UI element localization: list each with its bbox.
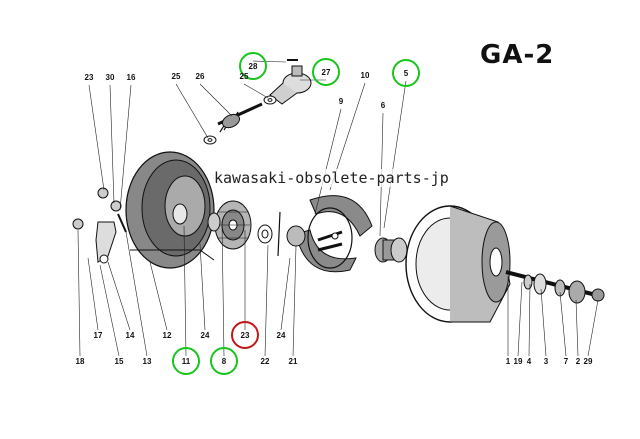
leader-line-26 bbox=[199, 83, 233, 117]
speedo-drive-gear bbox=[207, 200, 252, 250]
callout-4: 4 bbox=[527, 357, 532, 366]
callout-28: 28 bbox=[249, 62, 258, 71]
callout-12: 12 bbox=[163, 331, 172, 340]
leader-lines bbox=[77, 60, 599, 357]
callout-30: 30 bbox=[106, 73, 115, 82]
part-speedo-pinion-shaft bbox=[217, 102, 263, 133]
leader-line-14 bbox=[107, 261, 131, 331]
leader-line-24 bbox=[199, 243, 206, 331]
brake-panel bbox=[125, 151, 215, 269]
callout-2: 2 bbox=[576, 357, 581, 366]
part-speedo-gear-housing bbox=[269, 59, 312, 105]
callout-25: 25 bbox=[172, 72, 181, 81]
part-speedo-washer-small bbox=[203, 135, 217, 145]
callout-25: 25 bbox=[240, 72, 249, 81]
callout-9: 9 bbox=[339, 97, 344, 106]
leader-line-22 bbox=[264, 244, 269, 357]
leader-line-16 bbox=[119, 84, 132, 211]
callout-8: 8 bbox=[222, 357, 227, 366]
leader-line-8 bbox=[221, 221, 225, 357]
axle-collar bbox=[374, 237, 408, 263]
callout-6: 6 bbox=[381, 101, 386, 110]
leader-line-25 bbox=[175, 83, 209, 139]
leader-line-4 bbox=[528, 283, 531, 357]
callout-17: 17 bbox=[94, 331, 103, 340]
leader-line-24 bbox=[280, 257, 291, 331]
part-speedo-washer bbox=[263, 95, 277, 105]
leader-line-12 bbox=[149, 261, 168, 331]
leader-line-29 bbox=[587, 299, 599, 357]
leader-line-7 bbox=[559, 291, 567, 357]
leader-line-3 bbox=[540, 288, 547, 357]
callout-11: 11 bbox=[182, 357, 191, 366]
leader-line-15 bbox=[99, 264, 120, 357]
brake-shoes bbox=[286, 195, 373, 273]
callout-29: 29 bbox=[584, 357, 593, 366]
highlight-circle-27 bbox=[312, 58, 340, 86]
brake-cam-lever bbox=[72, 187, 127, 264]
callout-24: 24 bbox=[201, 331, 210, 340]
callout-7: 7 bbox=[564, 357, 569, 366]
leader-line-13 bbox=[125, 231, 148, 357]
callout-1: 1 bbox=[506, 357, 511, 366]
leader-line-9 bbox=[314, 108, 342, 215]
callout-16: 16 bbox=[127, 73, 136, 82]
leader-line-19 bbox=[517, 281, 523, 357]
wheel-hub bbox=[405, 205, 511, 323]
page-title: GA-2 bbox=[480, 40, 555, 70]
callout-10: 10 bbox=[361, 71, 370, 80]
leader-line-23 bbox=[88, 84, 105, 191]
callout-5: 5 bbox=[404, 69, 409, 78]
highlight-circle-11 bbox=[172, 347, 200, 375]
callout-13: 13 bbox=[143, 357, 152, 366]
leader-line-18 bbox=[77, 229, 81, 357]
leader-line-21 bbox=[292, 245, 297, 357]
highlight-circle-23 bbox=[231, 321, 259, 349]
callout-15: 15 bbox=[115, 357, 124, 366]
callout-26: 26 bbox=[196, 72, 205, 81]
highlight-circle-5 bbox=[392, 59, 420, 87]
right-axle-stack bbox=[505, 270, 605, 304]
highlight-circle-8 bbox=[210, 347, 238, 375]
highlight-circle-28 bbox=[239, 52, 267, 80]
callout-22: 22 bbox=[261, 357, 270, 366]
callout-18: 18 bbox=[76, 357, 85, 366]
callout-19: 19 bbox=[514, 357, 523, 366]
leader-line-25 bbox=[243, 83, 269, 99]
watermark: kawasaki-obsolete-parts-jp bbox=[212, 169, 451, 187]
leader-line-28 bbox=[252, 60, 287, 63]
retainer-ring bbox=[257, 211, 281, 257]
callout-23: 23 bbox=[241, 331, 250, 340]
callout-3: 3 bbox=[544, 357, 549, 366]
leader-line-17 bbox=[87, 257, 99, 331]
leader-line-30 bbox=[109, 84, 115, 204]
callout-27: 27 bbox=[322, 68, 331, 77]
callout-24: 24 bbox=[277, 331, 286, 340]
callout-23: 23 bbox=[85, 73, 94, 82]
leader-line-2 bbox=[575, 299, 579, 357]
leader-line-11 bbox=[183, 225, 187, 357]
leader-line-5 bbox=[383, 80, 407, 229]
callout-21: 21 bbox=[289, 357, 298, 366]
speedometer-gear-assembly bbox=[203, 59, 312, 145]
callout-14: 14 bbox=[126, 331, 135, 340]
